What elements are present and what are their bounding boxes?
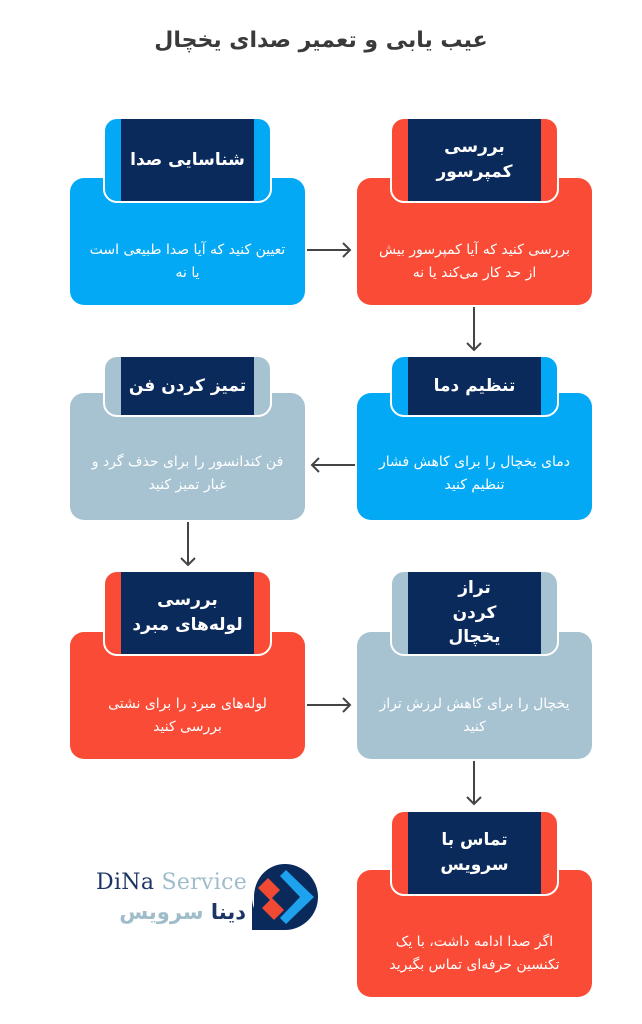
arrow-left-icon bbox=[310, 457, 355, 473]
logo-en-light: Service bbox=[161, 870, 248, 895]
arrow-down-icon bbox=[180, 522, 196, 567]
step-header: تماس با سرویس bbox=[390, 810, 559, 896]
step-title: بررسی لوله‌های مبرد bbox=[121, 572, 254, 654]
step-header: تراز کردن یخچال bbox=[390, 570, 559, 656]
logo-persian-text: دینا سرویس bbox=[119, 900, 246, 924]
step-header: بررسی لوله‌های مبرد bbox=[103, 570, 272, 656]
step-title: بررسی کمپرسور bbox=[408, 119, 541, 201]
step-header: تمیز کردن فن bbox=[103, 355, 272, 417]
logo-fa-dark: دینا bbox=[210, 900, 246, 924]
step-header: بررسی کمپرسور bbox=[390, 117, 559, 203]
arrow-right-icon bbox=[307, 242, 352, 258]
diagram-title: عیب یابی و تعمیر صدای یخچال bbox=[154, 28, 488, 53]
step-title: تماس با سرویس bbox=[408, 812, 541, 894]
step-header: شناسایی صدا bbox=[103, 117, 272, 203]
step-header: تنظیم دما bbox=[390, 355, 559, 417]
logo-fa-light: سرویس bbox=[119, 900, 204, 924]
logo-mark-icon bbox=[252, 864, 318, 930]
arrow-down-icon bbox=[466, 761, 482, 806]
step-title: تنظیم دما bbox=[408, 357, 541, 415]
logo-english-text: DiNa Service bbox=[96, 870, 247, 895]
logo-en-dark: DiNa bbox=[96, 870, 155, 895]
dina-service-logo: DiNa Service دینا سرویس bbox=[96, 862, 320, 932]
arrow-down-icon bbox=[466, 307, 482, 352]
step-title: شناسایی صدا bbox=[121, 119, 254, 201]
step-title: تمیز کردن فن bbox=[121, 357, 254, 415]
arrow-right-icon bbox=[307, 697, 352, 713]
step-title: تراز کردن یخچال bbox=[408, 572, 541, 654]
